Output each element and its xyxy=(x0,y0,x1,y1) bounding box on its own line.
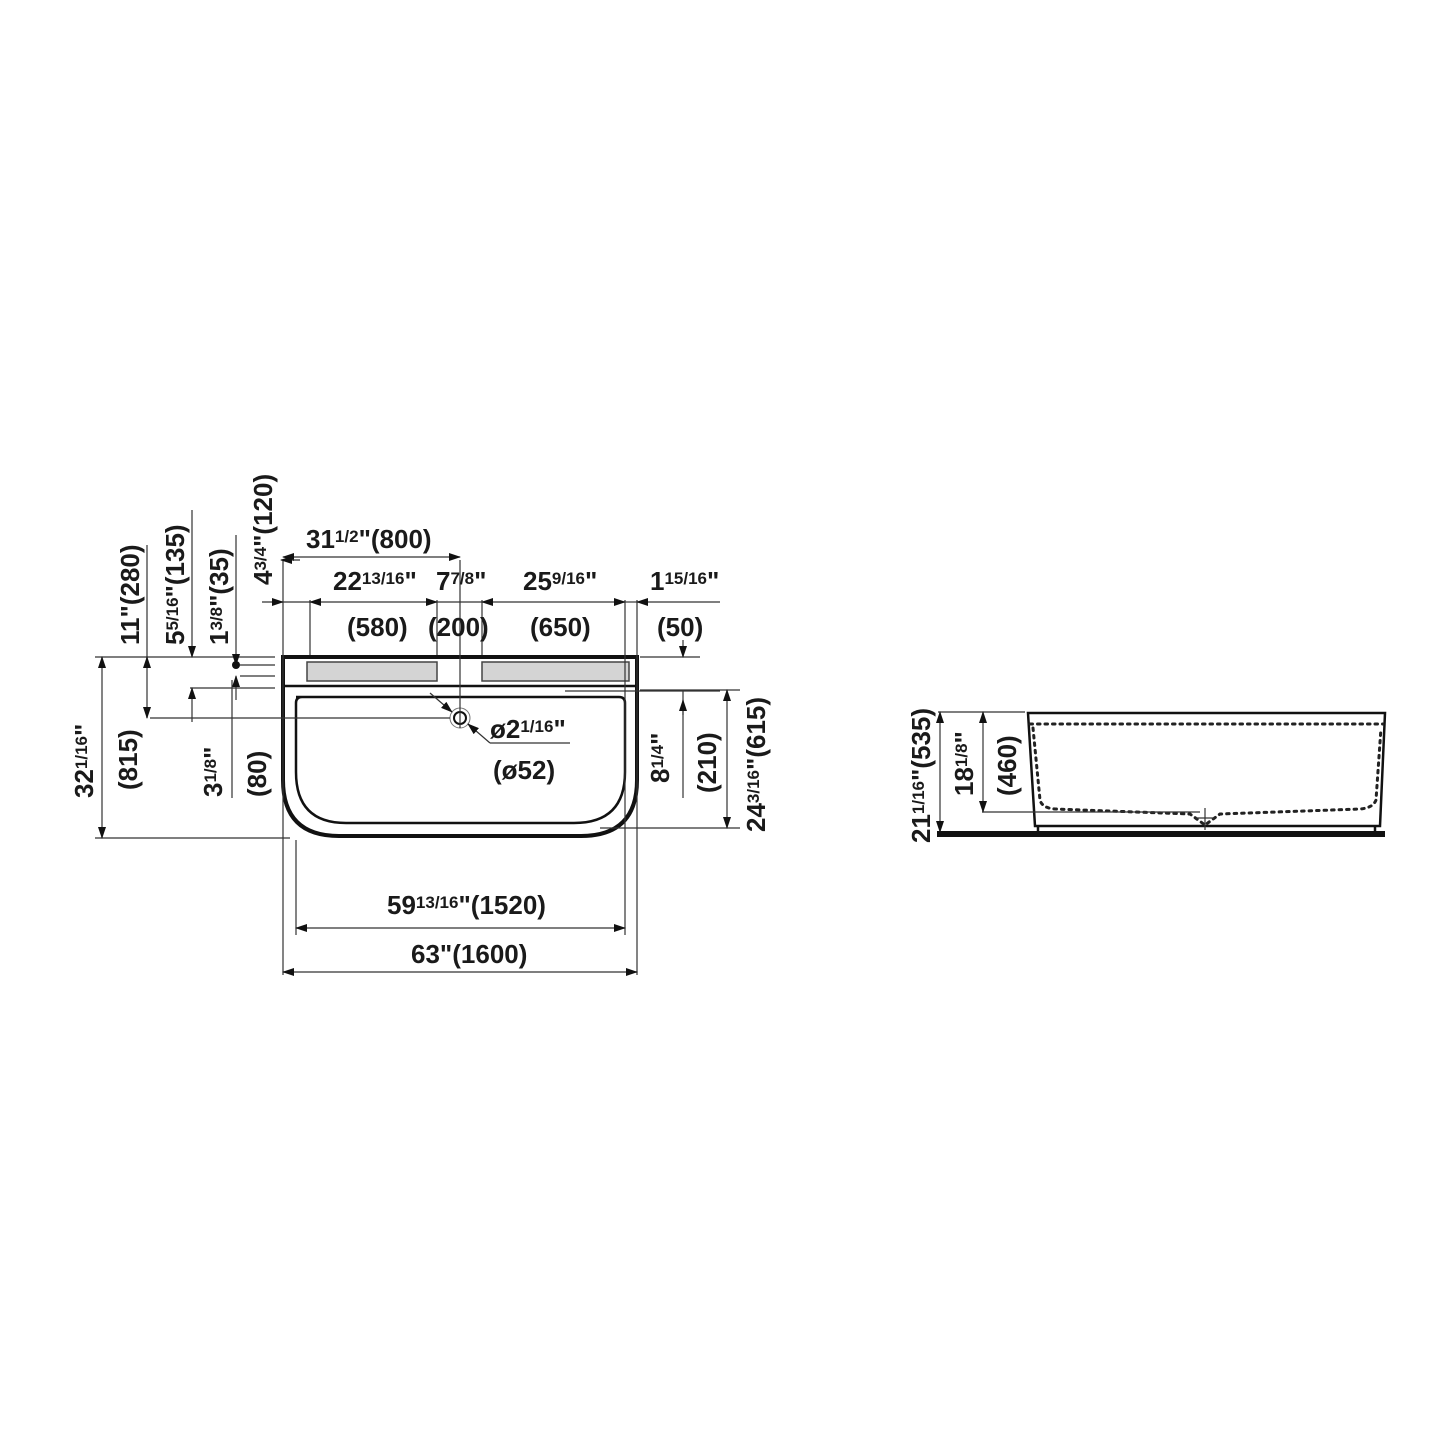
svg-text:63"(1600): 63"(1600) xyxy=(411,939,527,969)
svg-text:181/8": 181/8" xyxy=(949,731,979,796)
svg-text:243/16"(615): 243/16"(615) xyxy=(741,697,771,832)
reference-point-icon xyxy=(232,661,240,669)
svg-text:13/8"(35): 13/8"(35) xyxy=(204,548,234,645)
dim-segments: 2213/16" (580) 77/8" (200) 259/16" (650)… xyxy=(262,566,720,642)
dim-overall-top: 311/2"(800) xyxy=(282,524,461,561)
svg-text:(ø52): (ø52) xyxy=(493,755,555,785)
svg-text:(210): (210) xyxy=(692,732,722,793)
svg-text:2213/16": 2213/16" xyxy=(333,566,417,596)
side-view: 211/16"(535) 181/8" (460) xyxy=(906,708,1387,843)
svg-text:43/4"(120): 43/4"(120) xyxy=(248,474,278,585)
svg-text:11"(280): 11"(280) xyxy=(115,544,145,645)
shelf-right xyxy=(481,661,630,682)
extension-lines xyxy=(95,560,740,975)
svg-text:(460): (460) xyxy=(992,735,1022,796)
svg-text:77/8": 77/8" xyxy=(436,566,486,596)
tub-inner-dotted xyxy=(1028,722,1385,827)
svg-text:115/16": 115/16" xyxy=(650,566,719,596)
svg-text:(80): (80) xyxy=(242,751,272,797)
svg-text:ø21/16": ø21/16" xyxy=(490,714,566,744)
dim-right-heights: 81/4" (210) 243/16"(615) xyxy=(645,640,771,832)
svg-text:321/16": 321/16" xyxy=(69,724,99,798)
tub-outer-outline xyxy=(281,655,639,838)
dim-widths-bottom: 5913/16"(1520) 63"(1600) xyxy=(282,890,638,976)
svg-text:5913/16"(1520): 5913/16"(1520) xyxy=(387,890,546,920)
svg-text:(200): (200) xyxy=(428,612,489,642)
svg-text:(50): (50) xyxy=(657,612,703,642)
svg-text:211/16"(535): 211/16"(535) xyxy=(906,708,936,843)
svg-text:81/4": 81/4" xyxy=(645,733,675,783)
svg-text:(815): (815) xyxy=(113,729,143,790)
svg-text:(580): (580) xyxy=(347,612,408,642)
svg-text:31/8": 31/8" xyxy=(198,747,228,797)
svg-text:259/16": 259/16" xyxy=(523,566,597,596)
svg-text:55/16"(135): 55/16"(135) xyxy=(160,524,190,645)
shelf-left xyxy=(306,661,438,682)
dim-left-heights: 321/16" (815) 11"(280) 55/16"(135) 13/8"… xyxy=(69,474,300,839)
tub-side-outline xyxy=(1026,711,1387,828)
dim-drain: ø21/16" (ø52) xyxy=(490,714,566,785)
svg-text:311/2"(800): 311/2"(800) xyxy=(306,524,432,554)
svg-text:(650): (650) xyxy=(530,612,591,642)
